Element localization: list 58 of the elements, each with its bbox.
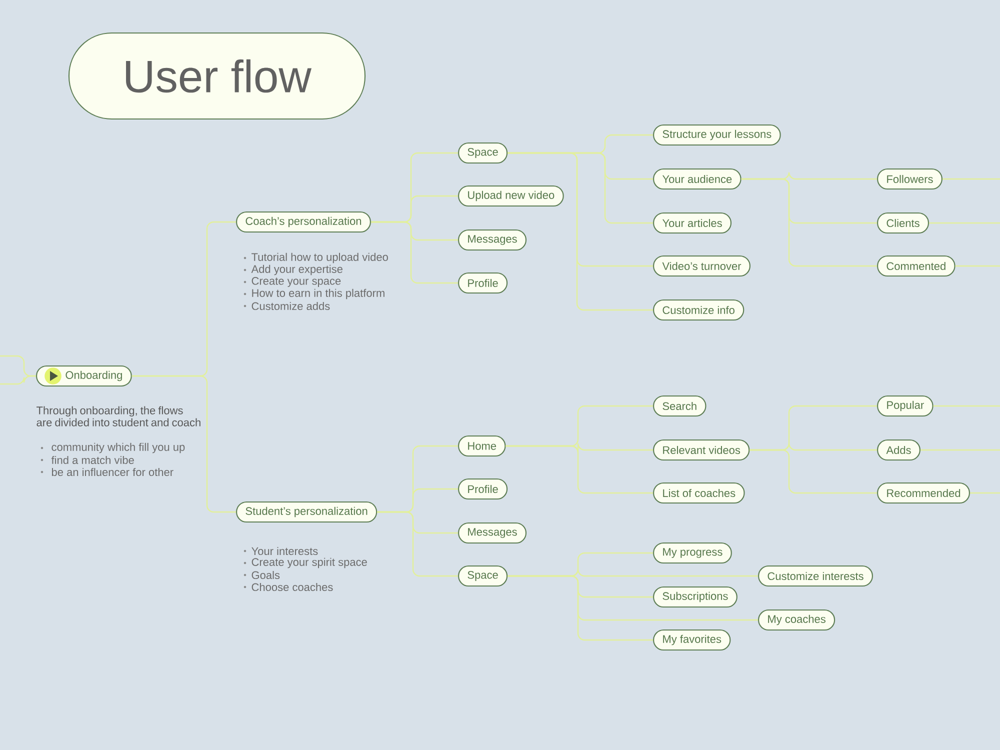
connector-line bbox=[508, 152, 653, 311]
connector-line bbox=[0, 375, 36, 385]
connector-line bbox=[508, 575, 653, 641]
topic-node: Home bbox=[458, 435, 506, 457]
topic-node: Space bbox=[458, 142, 508, 164]
topic-node: Your audience bbox=[653, 168, 742, 190]
list-item: find a match vibe bbox=[51, 456, 134, 464]
topic-node: Video’s turnover bbox=[653, 255, 750, 277]
connector-line bbox=[942, 178, 1000, 180]
connector-line bbox=[920, 449, 1000, 451]
topic-node: Coach’s personalization bbox=[236, 211, 371, 233]
topic-node: Profile bbox=[458, 272, 508, 294]
connector-line bbox=[132, 375, 236, 513]
topic-node: My favorites bbox=[653, 629, 731, 651]
topic-node: Recommended bbox=[877, 482, 970, 504]
list-item: Goals bbox=[252, 570, 280, 580]
topic-node: Customize interests bbox=[758, 565, 873, 587]
note-text: Through onboarding, the flows are divided into student and coach bbox=[36, 406, 200, 426]
list-item: How to earn in this platform bbox=[252, 288, 384, 300]
topic-node: Subscriptions bbox=[653, 586, 738, 608]
list-item: community which fill you up bbox=[52, 442, 185, 454]
topic-node: Clients bbox=[877, 212, 930, 234]
topic-node: Space bbox=[458, 565, 508, 587]
list-item: Choose coaches bbox=[252, 582, 333, 592]
topic-node: Followers bbox=[877, 168, 942, 190]
list-item: Tutorial how to upload video bbox=[252, 252, 388, 264]
title: User flow bbox=[68, 32, 366, 120]
topic-node: Commented bbox=[877, 255, 956, 277]
topic-node: Upload new video bbox=[458, 185, 564, 207]
topic-node: Customize info bbox=[653, 299, 744, 321]
topic-node: Search bbox=[653, 395, 706, 417]
connector-line bbox=[506, 445, 653, 494]
connector-line bbox=[970, 492, 1000, 494]
list-item: be an influencer for other bbox=[52, 468, 174, 476]
connector-line bbox=[750, 449, 877, 494]
topic-node: My coaches bbox=[758, 609, 836, 631]
connector-line bbox=[741, 178, 877, 267]
topic-node: Student’s personalization bbox=[236, 501, 378, 523]
topic-node: Adds bbox=[877, 439, 920, 461]
list-item: Your interests bbox=[252, 546, 318, 556]
list-item: Create your space bbox=[252, 277, 341, 287]
topic-node: List of coaches bbox=[653, 482, 745, 504]
topic-node: Profile bbox=[458, 478, 508, 500]
topic-node: Popular bbox=[877, 395, 934, 417]
connector-line bbox=[933, 405, 1000, 407]
topic-node: My progress bbox=[653, 542, 732, 564]
connector-line bbox=[371, 221, 458, 284]
list-item: Add your expertise bbox=[251, 264, 342, 276]
topic-node: Your articles bbox=[653, 212, 732, 234]
connector-line bbox=[955, 265, 1000, 267]
topic-node: Messages bbox=[458, 522, 527, 544]
connector-line bbox=[377, 511, 458, 577]
topic-node: Structure your lessons bbox=[653, 124, 781, 146]
connector-line bbox=[929, 222, 1000, 224]
list-item: Create your spirit space bbox=[252, 558, 367, 568]
list-item: Customize adds bbox=[252, 302, 330, 310]
topic-node: Relevant videos bbox=[653, 439, 750, 461]
topic-node: Messages bbox=[458, 229, 527, 251]
